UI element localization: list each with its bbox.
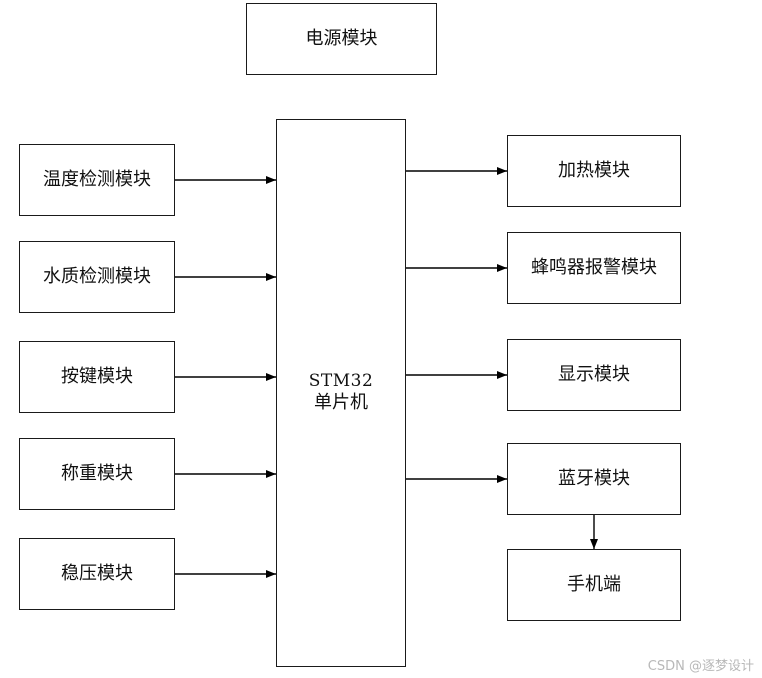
input-module-label: 称重模块 [61, 462, 133, 484]
output-module-label: 蜂鸣器报警模块 [531, 256, 657, 278]
output-module-label: 蓝牙模块 [558, 467, 630, 489]
input-module-label: 稳压模块 [61, 562, 133, 584]
output-module-label: 显示模块 [558, 363, 630, 385]
input-module-label: 水质检测模块 [43, 265, 151, 287]
weighing-module-box: 称重模块 [19, 438, 175, 510]
mcu-box: STM32 单片机 [276, 119, 406, 667]
csdn-watermark: CSDN @逐梦设计 [647, 659, 754, 674]
display-module-box: 显示模块 [507, 339, 681, 411]
phone-box: 手机端 [507, 549, 681, 621]
input-module-label: 温度检测模块 [43, 168, 151, 190]
input-module-label: 按键模块 [61, 365, 133, 387]
power-module-box: 电源模块 [246, 3, 437, 75]
mcu-model-label: STM32 [308, 371, 374, 392]
temperature-module-box: 温度检测模块 [19, 144, 175, 216]
heating-module-box: 加热模块 [507, 135, 681, 207]
buzzer-alarm-module-box: 蜂鸣器报警模块 [507, 232, 681, 304]
power-module-label: 电源模块 [305, 27, 378, 49]
output-module-label: 加热模块 [558, 159, 630, 181]
mcu-type-label: 单片机 [314, 392, 368, 414]
regulator-module-box: 稳压模块 [19, 538, 175, 610]
phone-label: 手机端 [567, 573, 621, 595]
water-quality-module-box: 水质检测模块 [19, 241, 175, 313]
button-module-box: 按键模块 [19, 341, 175, 413]
bluetooth-module-box: 蓝牙模块 [507, 443, 681, 515]
